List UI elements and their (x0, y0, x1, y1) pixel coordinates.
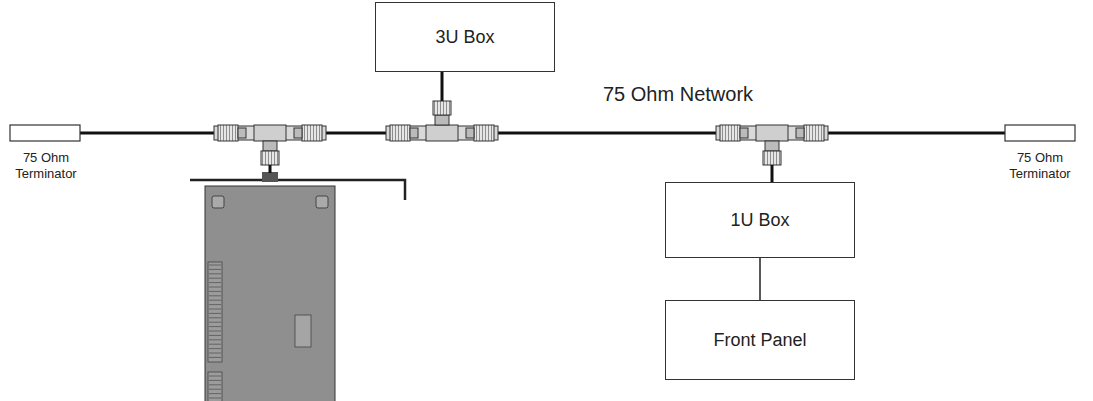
box-label: 3U Box (435, 27, 494, 48)
bnc-tee (716, 125, 828, 165)
network-label: 75 Ohm Network (603, 82, 803, 107)
box-label: 1U Box (730, 210, 789, 231)
terminator-label: 75 Ohm Terminator (1002, 150, 1078, 183)
equipment-box: 1U Box (665, 182, 855, 258)
terminator (1005, 125, 1075, 141)
cable (759, 258, 761, 300)
bnc-tee (214, 125, 326, 165)
equipment-box: Front Panel (665, 300, 855, 380)
terminator-label: 75 Ohm Terminator (8, 150, 84, 183)
coax-stub (441, 72, 444, 101)
pci-card (190, 172, 405, 401)
box-label: Front Panel (713, 330, 806, 351)
coax-stub (771, 165, 774, 182)
bnc-tee (386, 101, 498, 141)
terminator (10, 125, 80, 141)
equipment-box: 3U Box (375, 2, 555, 72)
